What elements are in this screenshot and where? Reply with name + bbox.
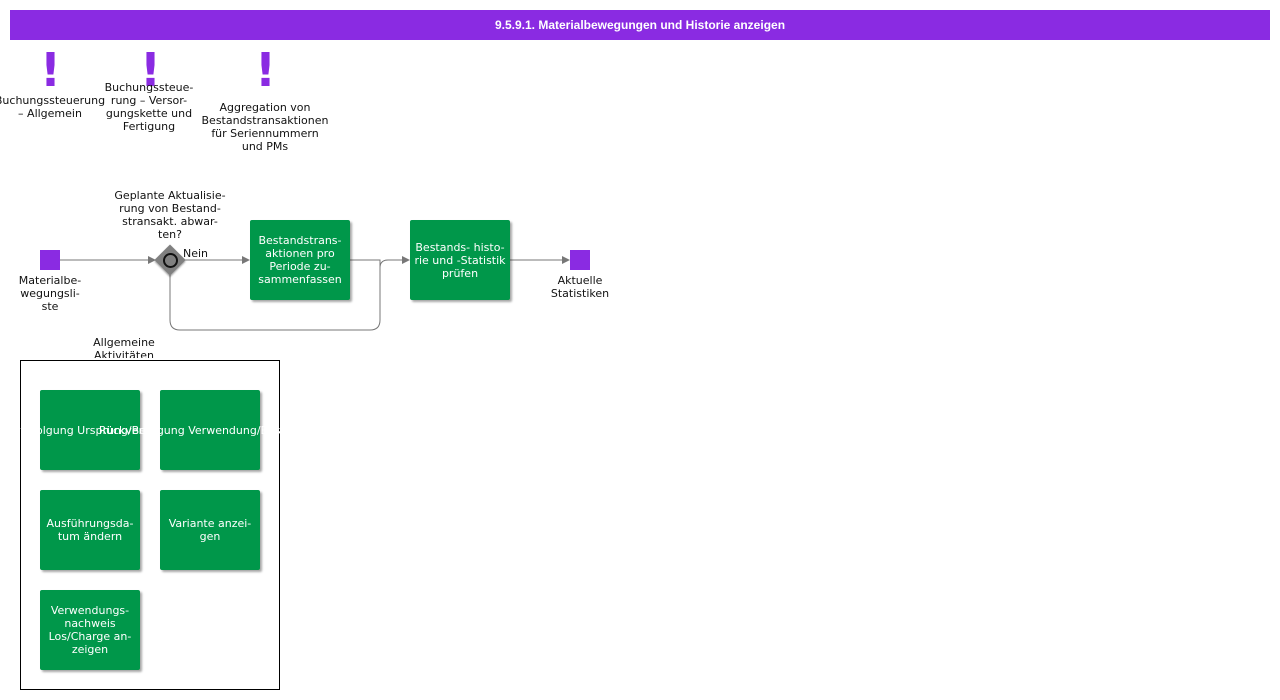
activity-trace-origin[interactable]: Rückverfolgung Ursprung/Bestandart <box>0 390 192 470</box>
start-event-label: Materialbe- wegungsli- ste <box>18 274 82 313</box>
activity-check-history[interactable]: Bestands- histo- rie und -Statistik prüf… <box>410 220 510 300</box>
start-event[interactable] <box>40 250 60 270</box>
gateway-ring-icon <box>163 253 178 268</box>
activity-show-variant[interactable]: Variante anzei- gen <box>160 490 260 570</box>
end-event-label: Aktuelle Statistiken <box>550 274 610 300</box>
activity-change-execution-date[interactable]: Ausführungsda- tum ändern <box>40 490 140 570</box>
diagram-title: 9.5.9.1. Materialbewegungen und Historie… <box>10 10 1270 40</box>
annotation-label-3: Aggregation von Bestandstransaktionen fü… <box>201 101 329 153</box>
general-activities-group <box>20 360 280 690</box>
exclamation-icon: ! <box>40 43 61 97</box>
gateway-question: Geplante Aktualisie- rung von Bestand- s… <box>114 189 226 241</box>
end-event[interactable] <box>570 250 590 270</box>
activity-summarize-transactions[interactable]: Bestandstrans- aktionen pro Periode zu- … <box>250 220 350 300</box>
annotation-label-2: Buchungssteue- rung – Versor- gungskette… <box>104 81 194 133</box>
activity-where-used-lot[interactable]: Verwendungs- nachweis Los/Charge an- zei… <box>40 590 140 670</box>
activity-trace-usage[interactable]: Rückverfolgung Verwendung/Bestandart <box>99 390 321 470</box>
exclamation-icon: ! <box>140 43 161 97</box>
annotation-label-1: Buchungssteuerung – Allgemein <box>0 94 106 120</box>
gateway-branch-label: Nein <box>183 247 209 260</box>
exclamation-icon: ! <box>255 43 276 97</box>
group-label: Allgemeine Aktivitäten <box>93 336 155 358</box>
